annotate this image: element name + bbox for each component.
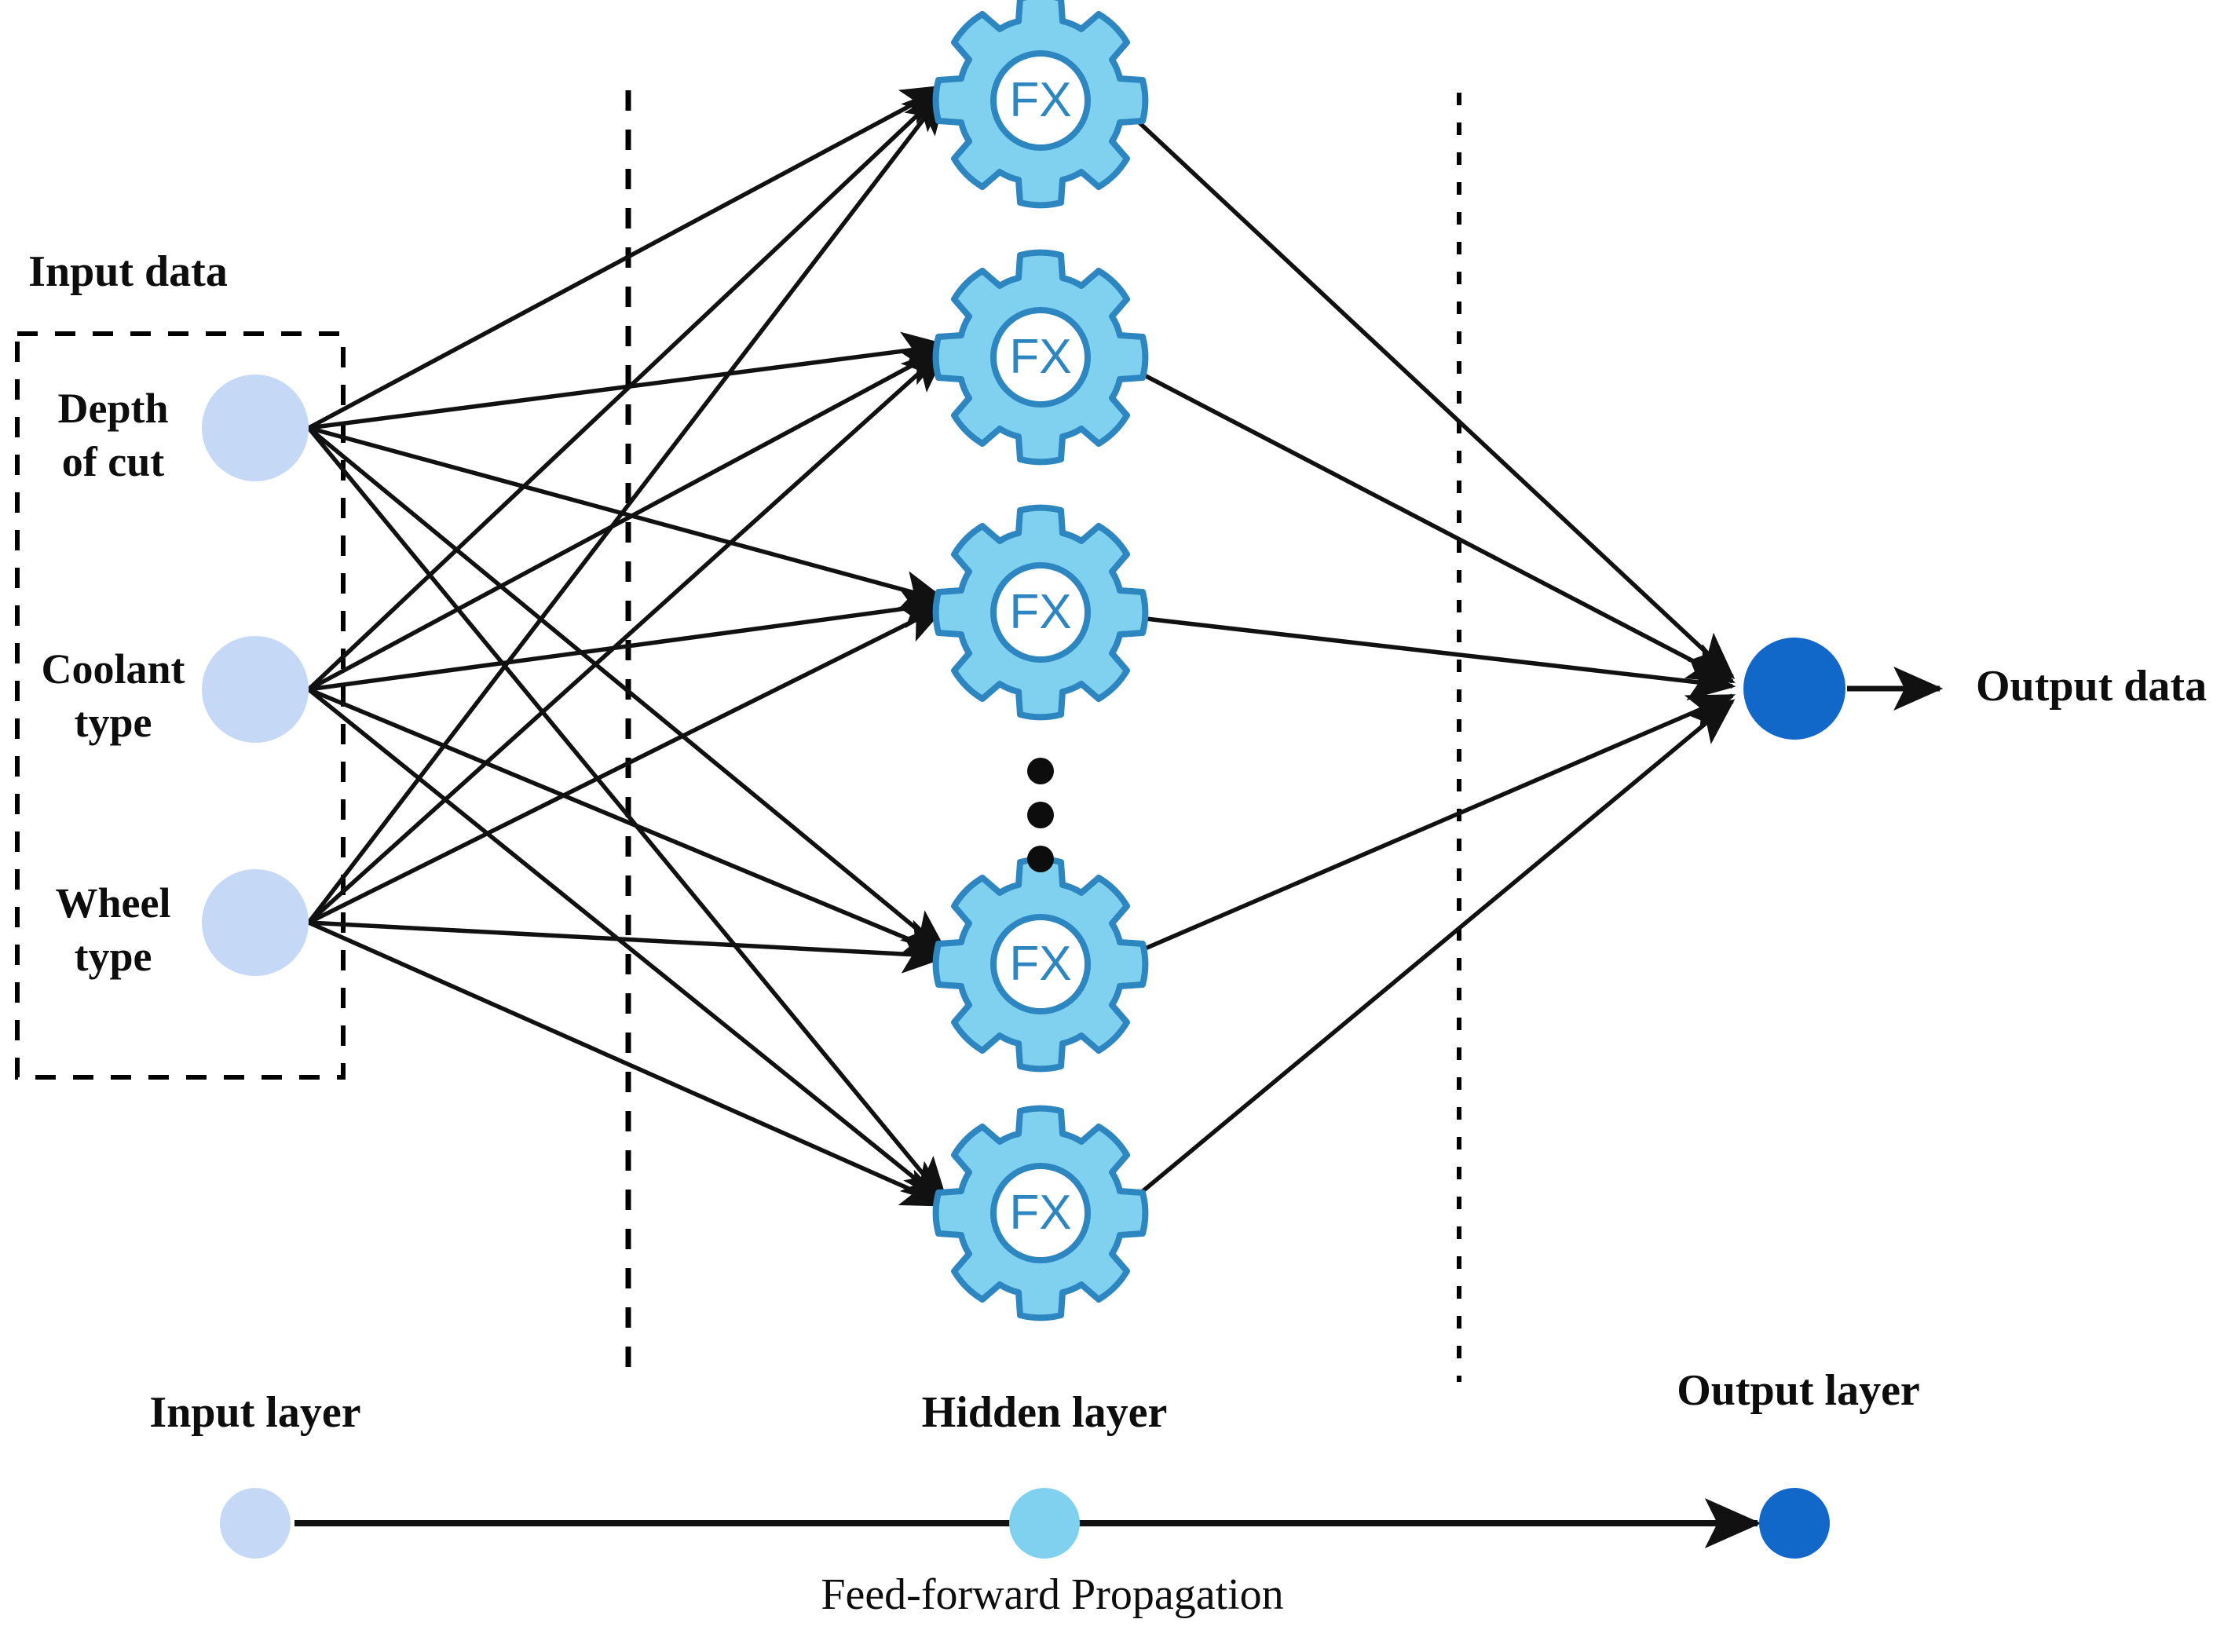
input-node-label-depth-of-cut-line2: of cut xyxy=(61,438,165,485)
gear-icon-fx2[interactable]: FX xyxy=(932,249,1149,466)
edge-in3-fx5 xyxy=(307,920,950,1208)
feed-forward-caption: Feed-forward Propagation xyxy=(821,1570,1284,1619)
svg-text:FX: FX xyxy=(1009,585,1071,639)
edge-in1-fx3 xyxy=(308,426,950,609)
svg-text:FX: FX xyxy=(1009,1186,1071,1240)
edge-in2-fx2 xyxy=(307,345,949,692)
hidden-to-output-edges xyxy=(1131,114,1736,1202)
input-nodes xyxy=(202,375,309,976)
vertical-ellipsis-icon xyxy=(1027,758,1054,872)
input-node-label-coolant-type-line2: type xyxy=(74,699,152,746)
svg-text:FX: FX xyxy=(1009,330,1071,384)
edge-in1-fx5 xyxy=(306,426,949,1205)
edge-in2-fx4 xyxy=(307,687,950,957)
legend-swatch-hidden-layer xyxy=(1009,1488,1080,1559)
edge-in1-fx4 xyxy=(307,426,949,956)
svg-text:FX: FX xyxy=(1009,937,1071,991)
edge-fx5-out xyxy=(1131,699,1736,1202)
edge-in2-fx3 xyxy=(308,590,950,692)
gear-icon-fx1[interactable]: FX xyxy=(932,0,1149,209)
output-node[interactable] xyxy=(1743,638,1845,740)
input-data-title: Input data xyxy=(28,247,228,296)
input-node-coolant-type[interactable] xyxy=(202,636,309,743)
legend-label-hidden-layer: Hidden layer xyxy=(921,1388,1168,1437)
output-data-label: Output data xyxy=(1976,662,2208,711)
input-node-wheel-type[interactable] xyxy=(202,869,309,976)
input-node-depth-of-cut[interactable] xyxy=(202,375,309,481)
edge-in3-fx2 xyxy=(307,346,949,925)
edge-in1-fx1 xyxy=(307,84,949,430)
svg-text:FX: FX xyxy=(1009,73,1071,127)
input-node-label-wheel-type-line2: type xyxy=(74,933,152,980)
edge-fx4-out xyxy=(1131,693,1736,956)
edge-in3-fx3 xyxy=(307,602,949,925)
input-node-label-depth-of-cut-line1: Depth xyxy=(57,385,169,432)
edge-fx1-out xyxy=(1131,114,1736,680)
legend-swatch-input-layer xyxy=(220,1488,291,1559)
edge-fx3-out xyxy=(1132,615,1736,701)
hidden-gear-nodes: FX FX FX FX xyxy=(932,0,1149,1321)
input-node-label-coolant-type-line1: Coolant xyxy=(41,645,185,693)
gear-icon-fx5[interactable]: FX xyxy=(932,1105,1149,1321)
legend-swatch-output-layer xyxy=(1759,1488,1830,1559)
edge-fx2-out xyxy=(1131,367,1736,684)
gear-icon-fx3[interactable]: FX xyxy=(932,504,1149,721)
legend-label-output-layer: Output layer xyxy=(1677,1366,1920,1415)
edge-in3-fx4 xyxy=(308,920,950,974)
gear-icon-fx4[interactable]: FX xyxy=(932,856,1149,1073)
edge-in3-fx1 xyxy=(306,86,949,924)
edge-in2-fx1 xyxy=(307,85,949,692)
input-to-hidden-edges xyxy=(306,84,950,1208)
edge-in2-fx5 xyxy=(307,687,949,1206)
input-node-label-wheel-type-line1: Wheel xyxy=(55,879,171,927)
legend-label-input-layer: Input layer xyxy=(149,1388,361,1437)
